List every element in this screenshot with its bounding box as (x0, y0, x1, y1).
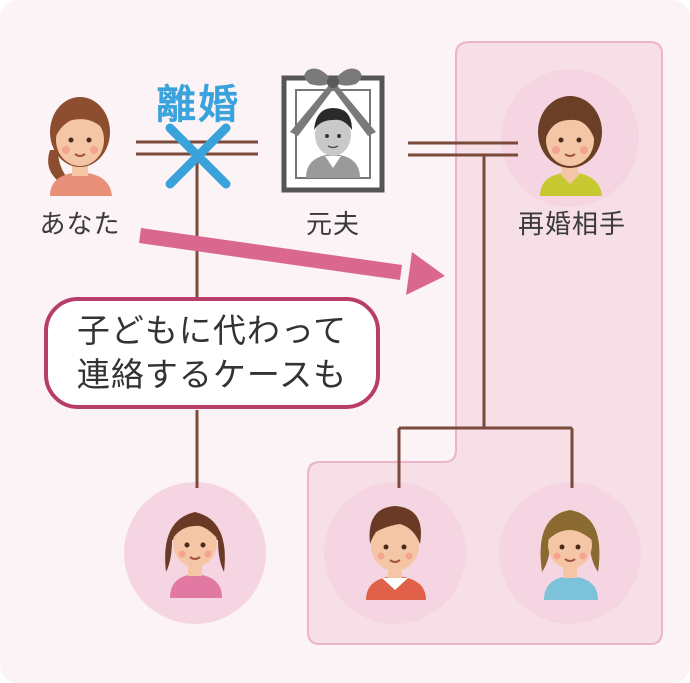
mourning-ribbon-icon (290, 68, 376, 136)
arrow-right-icon (139, 228, 445, 295)
divorce-x-icon (165, 123, 231, 189)
callout-bubble: 子どもに代わって 連絡するケースも (44, 297, 380, 409)
daughter-avatar (165, 512, 225, 598)
you-avatar (48, 97, 112, 196)
ex-husband-label: 元夫 (305, 210, 361, 240)
you-label: あなた (39, 210, 121, 240)
divorce-label: 離婚 (156, 82, 240, 128)
new-partner-avatar (538, 96, 602, 196)
stepchild-boy-avatar (366, 506, 426, 600)
callout-line-1: 子どもに代わって (76, 311, 348, 350)
relationship-lines (136, 140, 574, 488)
callout-line-2: 連絡するケースも (76, 355, 348, 394)
new-partner-label: 再婚相手 (517, 210, 627, 240)
stepchild-girl-avatar (540, 510, 600, 600)
